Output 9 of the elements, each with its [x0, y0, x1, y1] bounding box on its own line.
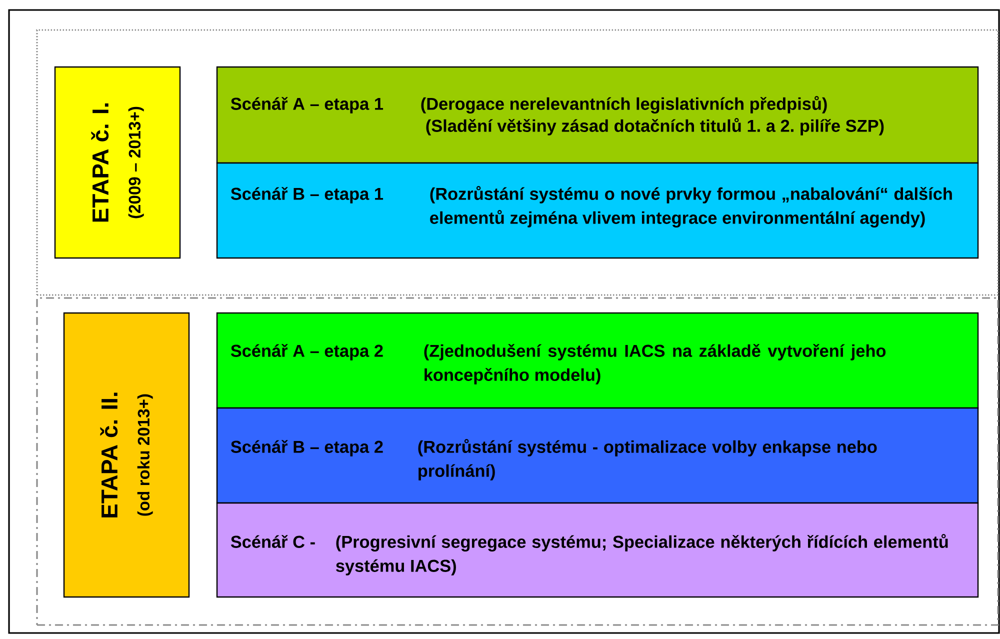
dashed-group-frame [36, 297, 999, 626]
scenario-box: Scénář B – etapa 1 (Rozrůstání systému o nové prvky formou „nabalování“ dalších elementů zejména vlivem integrace environmentální agendy) [216, 162, 979, 259]
scenario-box: Scénář C - (Progresivní segregace systému; Specializace některých řídících elementů systému IACS) [216, 502, 979, 598]
dashed-group-frame [36, 29, 999, 296]
scenario-box: Scénář A – etapa 2 (Zjednodušení systému IACS na základě vytvoření jeho koncepčního modelu) [216, 312, 979, 409]
stage-box: ETAPA č. II. (od roku 2013+) [63, 312, 190, 598]
stage-box: ETAPA č. I. (2009 – 2013+) [54, 66, 181, 259]
scenario-box: Scénář B – etapa 2 (Rozrůstání systému - optimalizace volby enkapse nebo prolínání) [216, 407, 979, 504]
scenario-box: Scénář A – etapa 1 (Derogace nerelevantních legislativních předpisů) (Sladění většiny zásad dotačních titulů 1. a 2. pilíře SZP) [216, 66, 979, 164]
